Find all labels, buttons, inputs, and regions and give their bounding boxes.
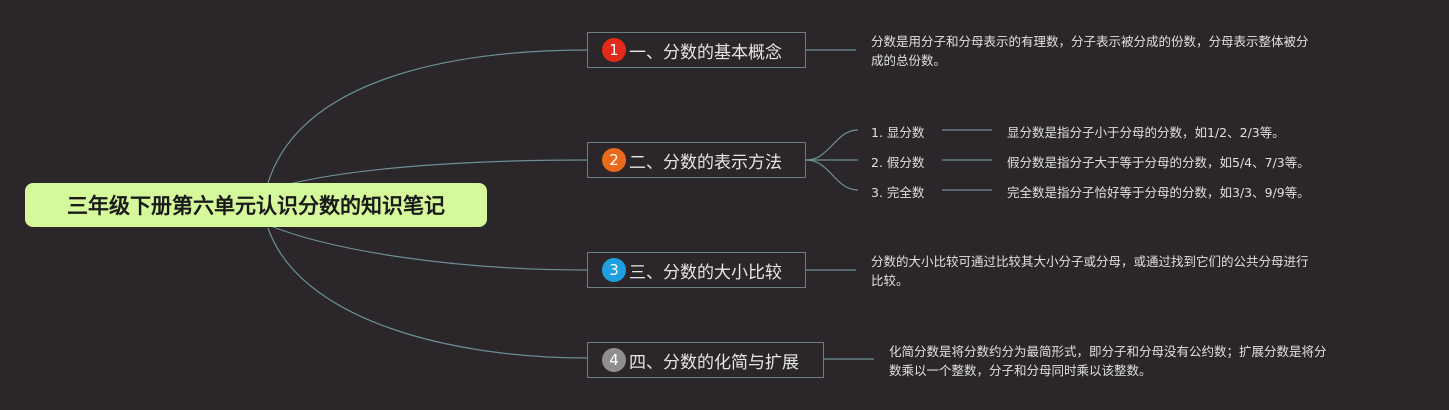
subtopic-2-description: 假分数是指分子大于等于分母的分数，如5/4、7/3等。 [1007, 155, 1310, 170]
link-branch-2-child-1 [805, 129, 859, 161]
subtopic-1-label[interactable]: 1. 显分数 [871, 125, 925, 140]
description-line: 分数是用分子和分母表示的有理数，分子表示被分成的份数，分母表示整体被分 [871, 34, 1309, 49]
description-line: 比较。 [871, 273, 909, 288]
link-root-branch-3 [267, 224, 588, 271]
subtopic-3-label[interactable]: 3. 完全数 [871, 185, 925, 200]
branch-topic-4[interactable]: 4 四、分数的化简与扩展 [587, 342, 824, 378]
branch-topic-label: 三、分数的大小比较 [629, 262, 782, 283]
description-line: 化简分数是将分数约分为最简形式，即分子和分母没有公约数；扩展分数是将分 [889, 344, 1327, 359]
description-line: 数乘以一个整数，分子和分母同时乘以该整数。 [889, 363, 1152, 378]
branch-topic-label: 四、分数的化简与扩展 [629, 352, 799, 373]
description-line: 成的总份数。 [871, 53, 947, 68]
branch-topic-label: 二、分数的表示方法 [629, 152, 782, 173]
number-badge-icon: 4 [602, 348, 626, 372]
description-line: 分数的大小比较可通过比较其大小分子或分母，或通过找到它们的公共分母进行 [871, 254, 1309, 269]
branch-3-description: 分数的大小比较可通过比较其大小分子或分母，或通过找到它们的公共分母进行 比较。 [871, 252, 1309, 290]
branch-topic-1[interactable]: 1 一、分数的基本概念 [587, 32, 806, 68]
number-badge-icon: 2 [602, 148, 626, 172]
branch-topic-2[interactable]: 2 二、分数的表示方法 [587, 142, 806, 178]
branch-topic-label: 一、分数的基本概念 [629, 42, 782, 63]
branch-1-description: 分数是用分子和分母表示的有理数，分子表示被分成的份数，分母表示整体被分 成的总份… [871, 32, 1309, 70]
link-root-branch-1 [267, 49, 588, 184]
root-topic-label: 三年级下册第六单元认识分数的知识笔记 [67, 194, 445, 218]
subtopic-2-label[interactable]: 2. 假分数 [871, 155, 925, 170]
subtopic-3-description: 完全数是指分子恰好等于分母的分数，如3/3、9/9等。 [1007, 185, 1310, 200]
link-branch-2-child-3 [805, 159, 859, 191]
root-topic[interactable]: 三年级下册第六单元认识分数的知识笔记 [25, 183, 487, 227]
branch-4-description: 化简分数是将分数约分为最简形式，即分子和分母没有公约数；扩展分数是将分 数乘以一… [889, 342, 1327, 380]
subtopic-1-description: 显分数是指分子小于分母的分数，如1/2、2/3等。 [1007, 125, 1285, 140]
branch-topic-3[interactable]: 3 三、分数的大小比较 [587, 252, 806, 288]
link-root-branch-2 [267, 159, 588, 191]
number-badge-icon: 3 [602, 258, 626, 282]
number-badge-icon: 1 [602, 38, 626, 62]
link-root-branch-4 [267, 227, 588, 359]
